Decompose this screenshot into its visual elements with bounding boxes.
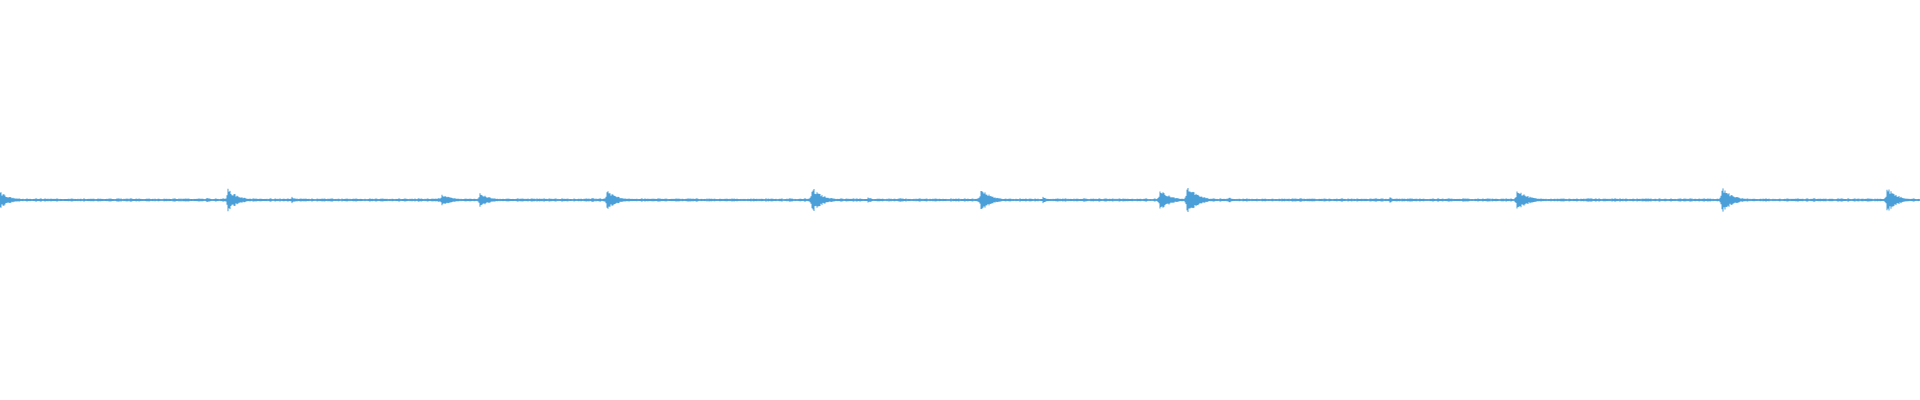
waveform-trace [0,188,1920,212]
